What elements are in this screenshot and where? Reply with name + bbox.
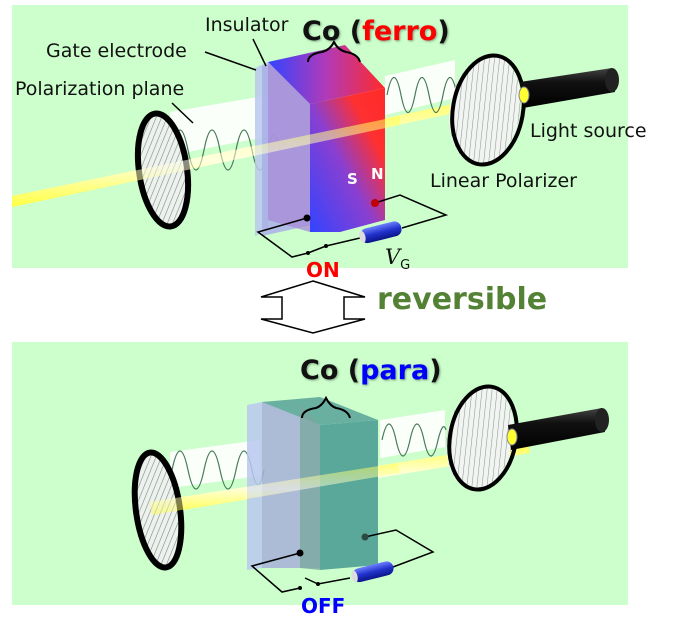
gate-contact <box>303 214 311 222</box>
light-source <box>518 68 619 108</box>
polarization-plane-ribbon <box>170 95 275 155</box>
co-title-prefix: Co ( <box>300 355 361 386</box>
insulator-label: Insulator <box>205 14 289 36</box>
linear-polarizer-label: Linear Polarizer <box>430 170 577 192</box>
polarization-plane-ribbon <box>170 440 260 488</box>
wave-right <box>381 423 447 457</box>
co-para-title: Co (para) <box>300 355 442 386</box>
voltage-symbol: V <box>385 245 401 269</box>
co-state-ferro: ferro <box>362 16 438 47</box>
right-polarizer <box>449 53 526 167</box>
switch-off-label: OFF <box>301 594 346 618</box>
battery-icon <box>351 561 394 583</box>
switch-contact-b <box>316 582 320 586</box>
switch-contact-a <box>298 586 302 590</box>
co-contact <box>361 533 369 541</box>
co-title-suffix: ) <box>429 355 442 386</box>
gate-contact <box>296 549 304 557</box>
top-scene <box>12 38 619 258</box>
light-source-label: Light source <box>530 120 647 142</box>
battery-icon <box>359 221 402 244</box>
co-ferro-title: Co (ferro) <box>302 16 450 47</box>
voltage-subscript: G <box>400 258 411 274</box>
reversible-double-arrow-icon <box>260 280 366 334</box>
co-title-prefix: Co ( <box>302 16 363 47</box>
top-circuit <box>256 194 449 258</box>
co-state-para: para <box>360 355 430 386</box>
light-beam-through <box>150 463 400 515</box>
co-ferro-block-front <box>310 88 385 232</box>
co-brace <box>301 395 351 419</box>
gate-electrode-label: Gate electrode <box>46 40 187 62</box>
switch-on-label: ON <box>306 258 340 282</box>
north-pole-label: N <box>371 165 384 183</box>
co-contact <box>371 199 379 207</box>
polarization-plane-ribbon-right <box>380 410 445 458</box>
light-source <box>506 408 609 450</box>
wave-right <box>386 76 458 114</box>
insulator-leader <box>252 38 267 67</box>
co-brace <box>307 39 361 63</box>
polarization-plane-leader <box>171 102 194 124</box>
gate-voltage-label: VG <box>385 245 410 273</box>
co-ferro-block-top <box>268 45 385 104</box>
co-title-suffix: ) <box>437 16 450 47</box>
reversible-label: reversible <box>377 282 548 317</box>
co-para-block-front <box>320 420 378 570</box>
bottom-scene <box>131 384 609 593</box>
south-pole-label: S <box>347 170 358 188</box>
switch-closed <box>307 245 327 254</box>
polarization-plane-label: Polarization plane <box>15 78 185 100</box>
light-beam-through <box>12 116 400 207</box>
gate-electrode-leader <box>204 51 257 71</box>
